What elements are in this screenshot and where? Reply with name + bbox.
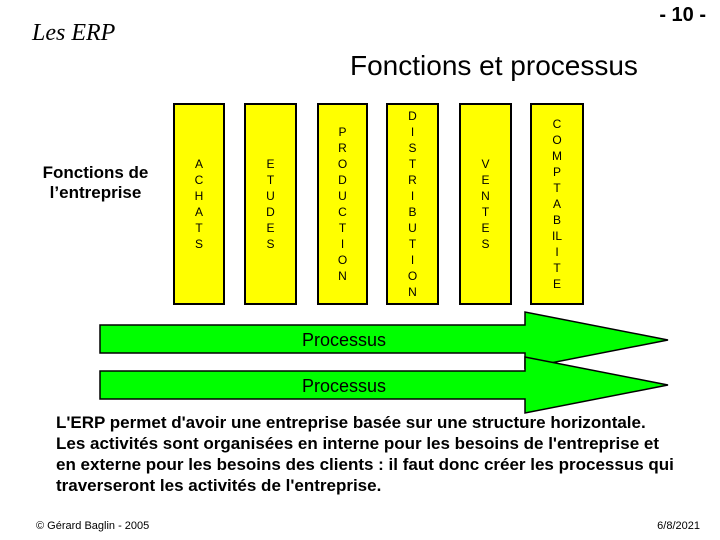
column-distribution: DISTRIBUTION bbox=[386, 103, 439, 305]
section-title: Les ERP bbox=[32, 20, 116, 46]
column-comptabilite: COMPTABILITE bbox=[530, 103, 584, 305]
column-ventes: VENTES bbox=[459, 103, 512, 305]
column-production-label: PRODUCTION bbox=[337, 125, 348, 283]
column-comptabilite-label: COMPTABILITE bbox=[552, 117, 563, 291]
process-arrow-2 bbox=[99, 356, 669, 414]
description-text: L'ERP permet d'avoir une entreprise basé… bbox=[56, 413, 674, 495]
column-ventes-label: VENTES bbox=[481, 157, 490, 251]
column-achats: ACHATS bbox=[173, 103, 225, 305]
column-distribution-label: DISTRIBUTION bbox=[407, 109, 418, 299]
process-arrow-1 bbox=[99, 311, 669, 369]
column-production: PRODUCTION bbox=[317, 103, 368, 305]
footer-copyright: © Gérard Baglin - 2005 bbox=[36, 520, 150, 532]
functions-label: Fonctions de l’entreprise bbox=[42, 163, 149, 202]
column-achats-label: ACHATS bbox=[194, 157, 204, 251]
column-etudes: ETUDES bbox=[244, 103, 297, 305]
column-etudes-label: ETUDES bbox=[266, 157, 275, 251]
slide-title: Fonctions et processus bbox=[350, 50, 638, 81]
footer-date: 6/8/2021 bbox=[657, 520, 700, 532]
process-arrow-1-label: Processus bbox=[302, 330, 386, 350]
page-number: - 10 - bbox=[659, 4, 706, 26]
process-arrow-2-label: Processus bbox=[302, 376, 386, 396]
